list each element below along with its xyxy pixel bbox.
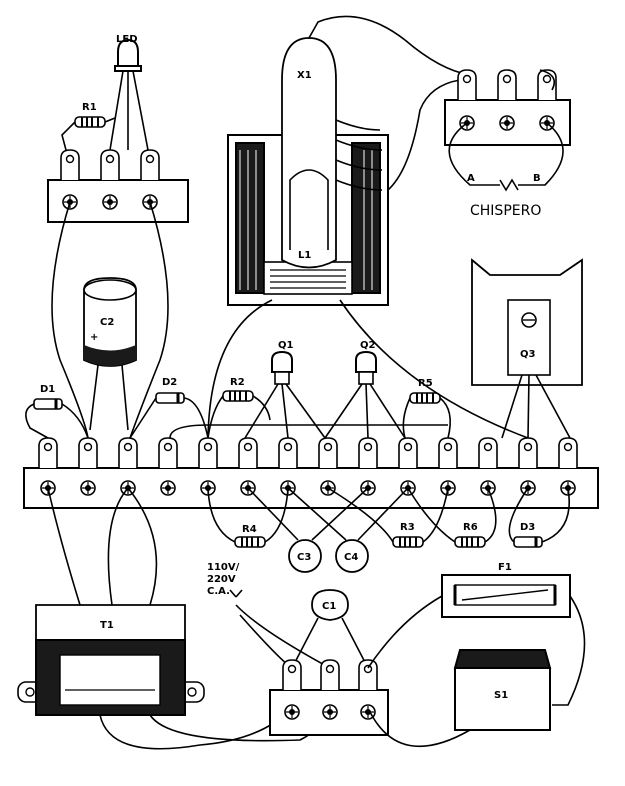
- led-component: [109, 38, 149, 151]
- d1-label: D1: [40, 384, 55, 395]
- c4-capacitor: [287, 487, 409, 573]
- wire-to-l1-right: [339, 299, 529, 439]
- q1-label: Q1: [278, 340, 294, 351]
- r2-resistor: [207, 390, 271, 439]
- wire-bus-top: [169, 424, 448, 439]
- main-terminal-strip: [23, 437, 599, 509]
- terminal-strip-led: [47, 149, 189, 223]
- d3-diode: [508, 487, 570, 549]
- r4-label: R4: [242, 524, 257, 535]
- s1-switch: [369, 649, 552, 748]
- q3-label: Q3: [520, 349, 536, 360]
- c1-label: C1: [322, 601, 336, 612]
- d1-diode: [25, 397, 89, 439]
- l1-label: L1: [298, 250, 311, 261]
- q1-transistor: [244, 350, 326, 439]
- mains-arrow: [229, 589, 243, 598]
- d2-diode: [129, 391, 209, 439]
- mains-label-3: C.A.: [207, 586, 230, 597]
- r1-resistor: [61, 116, 116, 151]
- c4-label: C4: [344, 552, 358, 563]
- t1-label: T1: [100, 620, 114, 631]
- wire-led-2: [129, 201, 169, 439]
- r6-resistor: [407, 487, 497, 548]
- led-label: LED: [116, 34, 138, 45]
- mains-label-2: 220V: [207, 574, 236, 585]
- q2-label: Q2: [360, 340, 376, 351]
- r5-label: R5: [418, 378, 433, 389]
- wire-to-l1-left: [207, 299, 273, 439]
- s1-label: S1: [494, 690, 508, 701]
- f1-label: F1: [498, 562, 512, 573]
- mains-wire-1: [235, 604, 331, 669]
- r3-label: R3: [400, 522, 415, 533]
- q2-transistor: [324, 350, 406, 439]
- r5-resistor: [402, 392, 451, 439]
- terminal-strip-mains: [269, 659, 389, 736]
- q3-heatsink: [471, 258, 583, 439]
- r1-label: R1: [82, 102, 97, 113]
- c1-capacitor: [291, 589, 369, 669]
- c3-capacitor: [247, 487, 369, 573]
- mains-label-1: 110V/: [207, 562, 240, 573]
- d2-label: D2: [162, 377, 177, 388]
- c2-capacitor: [83, 277, 137, 431]
- r3-resistor: [327, 487, 449, 548]
- f1-fuse: [367, 574, 586, 706]
- r6-label: R6: [463, 522, 478, 533]
- x1-flash-tube: [281, 15, 471, 269]
- x1-label: X1: [297, 70, 312, 81]
- c3-label: C3: [297, 552, 311, 563]
- wire-led-1: [51, 201, 89, 439]
- c2-plus-label: +: [90, 332, 98, 343]
- t1-transformer: [17, 487, 331, 750]
- r2-label: R2: [230, 377, 245, 388]
- spark-a-label: A: [467, 173, 475, 184]
- terminal-strip-spark: [444, 69, 571, 192]
- d3-label: D3: [520, 522, 535, 533]
- c2-label: C2: [100, 317, 114, 328]
- chispero-label: CHISPERO: [470, 203, 541, 219]
- spark-b-label: B: [533, 173, 541, 184]
